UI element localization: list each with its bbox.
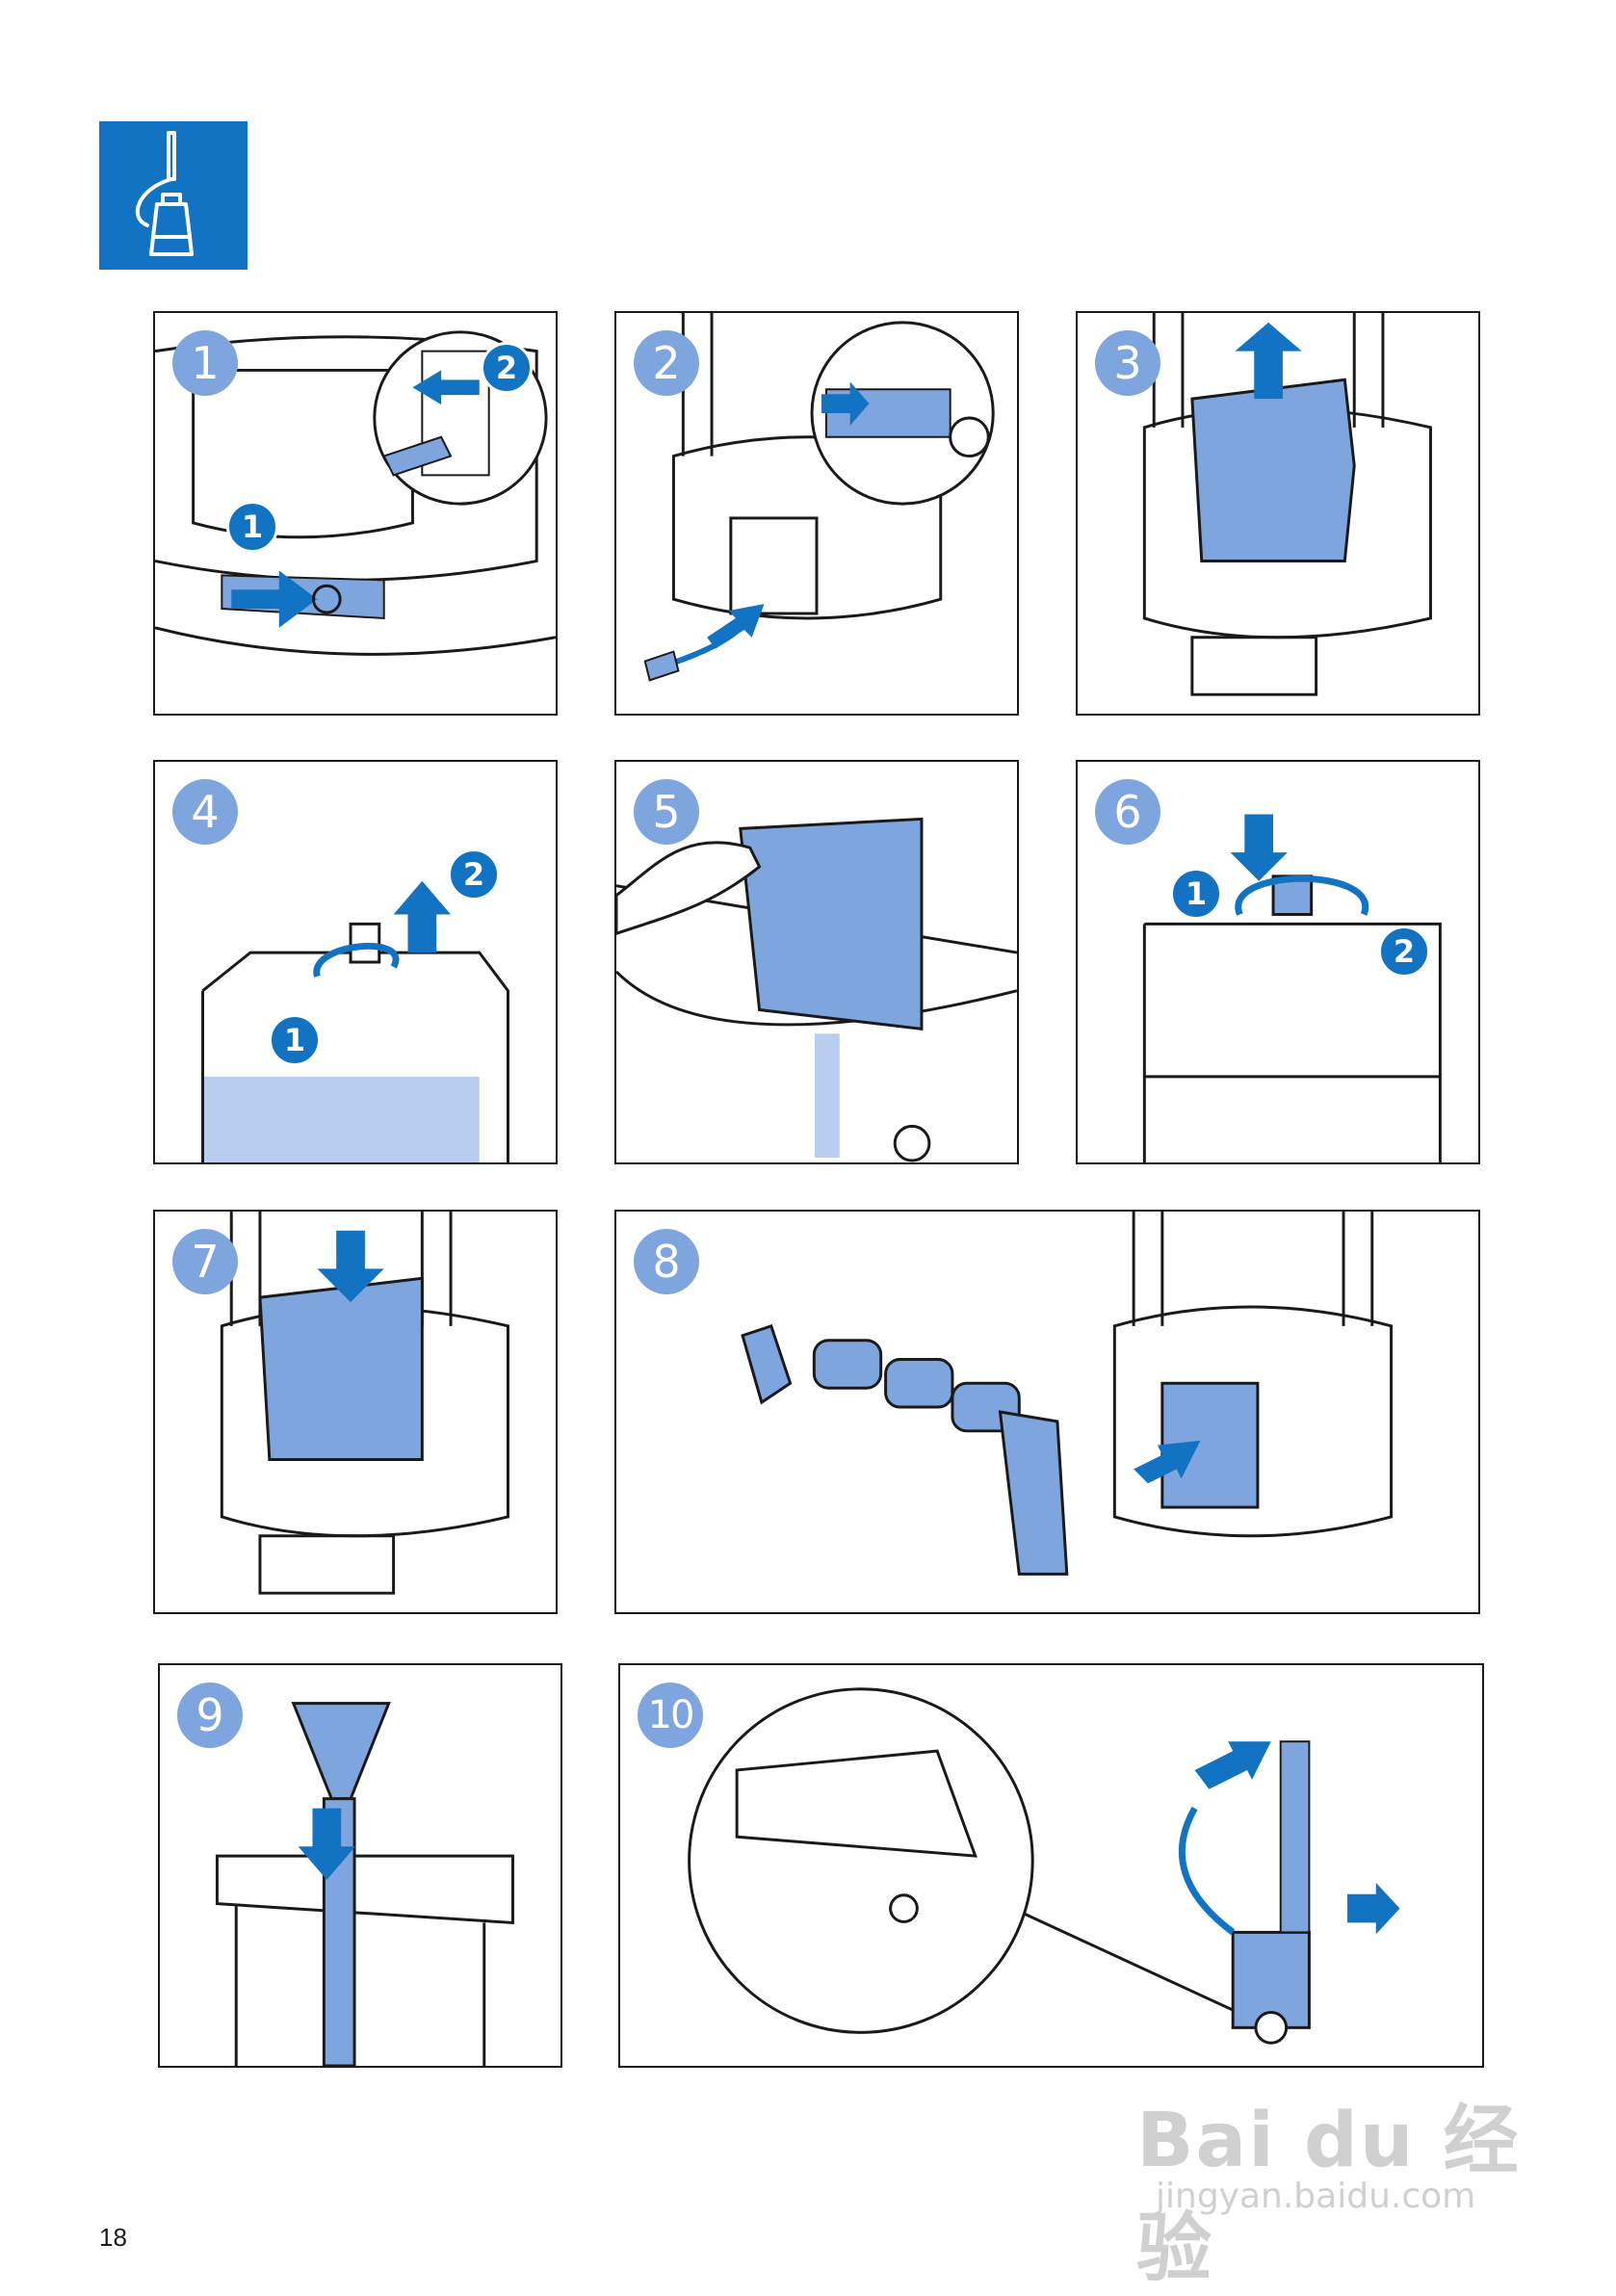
step-panel-5: 5: [614, 760, 1019, 1164]
watermark-brand: Bai du 经验: [1136, 2098, 1521, 2292]
sub-step-badge: 1: [226, 501, 278, 553]
garment-steamer-icon: [135, 131, 194, 256]
right-arrow: [1347, 1882, 1400, 1935]
sub-step-badge: 1: [1170, 868, 1222, 920]
step-panel-1: 1 1 2: [153, 311, 558, 716]
step-number-badge: 7: [172, 1229, 238, 1294]
tilt-arrow: [1194, 1741, 1271, 1789]
page-number: 18: [99, 2223, 127, 2252]
steamer-logo-box: [99, 121, 248, 270]
step-panel-2: 2: [614, 311, 1019, 716]
plug-in-illustration: [643, 313, 995, 682]
push-arrow: [231, 570, 318, 628]
fill-tank-illustration: [616, 817, 1017, 1162]
step-number-badge: 8: [634, 1229, 699, 1294]
step-panel-7: 7: [153, 1210, 558, 1614]
accessory-storage-illustration: [741, 1212, 1394, 1576]
step-number-badge: 2: [634, 330, 699, 396]
step-number-badge: 6: [1095, 779, 1160, 845]
step-panel-3: 3: [1076, 311, 1480, 716]
sub-step-badge: 1: [269, 1014, 321, 1066]
up-arrow: [393, 880, 452, 953]
lift-arrow: [1235, 322, 1302, 400]
down-arrow: [1230, 814, 1288, 881]
pull-arrow: [412, 370, 480, 405]
step-number-badge: 9: [177, 1683, 243, 1748]
step-panel-10: 10: [618, 1663, 1484, 2068]
insert-tank-illustration: [220, 1212, 509, 1595]
hose-storage-illustration: [215, 1702, 514, 2066]
point-arrow: [821, 381, 870, 426]
sub-step-badge: 2: [1378, 926, 1430, 978]
step-number-badge: 4: [172, 779, 238, 845]
step-number-badge: 5: [634, 779, 699, 845]
step-number-badge: 3: [1095, 330, 1160, 396]
down-arrow: [317, 1230, 384, 1303]
step-panel-8: 8: [614, 1210, 1480, 1614]
step-panel-4: 4 1 2: [153, 760, 558, 1164]
insert-arrow: [1134, 1440, 1201, 1484]
sub-step-badge: 2: [481, 342, 533, 394]
close-cap-illustration: [1142, 814, 1442, 1162]
step-panel-6: 6 1 2: [1076, 760, 1480, 1164]
move-appliance-illustration: [688, 1687, 1400, 2045]
open-cap-illustration: [201, 880, 509, 1162]
insert-arrow: [707, 604, 765, 649]
watermark-url: jingyan.baidu.com: [1156, 2177, 1476, 2216]
baidu-watermark: Bai du 经验 jingyan.baidu.com: [1136, 2071, 1541, 2292]
down-arrow: [298, 1808, 356, 1880]
step-number-badge: 1: [172, 330, 238, 396]
step-number-badge: 10: [638, 1683, 703, 1748]
sub-step-badge: 2: [448, 848, 500, 900]
step-panel-9: 9: [158, 1663, 562, 2068]
